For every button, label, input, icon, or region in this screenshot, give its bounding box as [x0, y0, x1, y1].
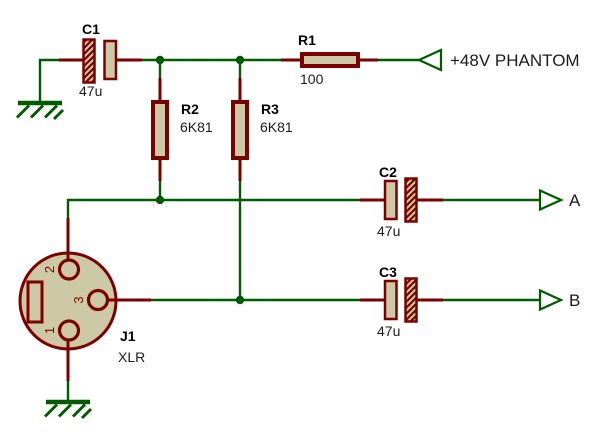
ground-symbol-bottom [45, 402, 91, 418]
xlr-pin-1-label: 1 [42, 327, 57, 334]
r1-designator: R1 [298, 32, 316, 48]
junction-dot [155, 55, 165, 65]
terminal-phantom-arrow-icon [416, 48, 443, 72]
ground-symbol-top-left [17, 103, 63, 119]
c3-plate-negative [404, 277, 418, 323]
xlr-notch [26, 280, 44, 324]
r3-value: 6K81 [260, 119, 293, 135]
xlr-pin-2-label: 2 [42, 266, 57, 273]
terminal-a-label: A [569, 191, 581, 210]
terminal-phantom: +48V PHANTOM [416, 48, 580, 72]
r2-designator: R2 [181, 101, 199, 117]
r1-body [300, 52, 360, 68]
resistor-r2: R2 6K81 [151, 100, 213, 160]
junction-dot [155, 195, 165, 205]
xlr-pin-3-label: 3 [71, 296, 86, 303]
c3-value: 47u [377, 323, 400, 339]
j1-designator: J1 [120, 328, 136, 344]
xlr-pin-3 [86, 288, 110, 312]
j1-value: XLR [118, 349, 145, 365]
capacitor-c3: C3 47u [377, 264, 418, 339]
resistor-r1: R1 100 [298, 32, 360, 87]
r2-body [151, 100, 169, 160]
c3-plate-positive [383, 279, 398, 321]
capacitor-c2: C2 47u [377, 164, 418, 239]
c2-plate-positive [383, 179, 398, 221]
r3-designator: R3 [261, 101, 279, 117]
terminal-phantom-label: +48V PHANTOM [450, 51, 580, 70]
junction-dot [235, 295, 245, 305]
capacitor-c1: C1 47u [79, 21, 118, 99]
terminal-a-arrow-icon [538, 188, 564, 212]
c2-plate-negative [404, 177, 418, 223]
c2-designator: C2 [379, 164, 397, 180]
c1-plate-negative [82, 38, 96, 84]
r2-value: 6K81 [180, 119, 213, 135]
c2-value: 47u [377, 223, 400, 239]
c1-designator: C1 [82, 21, 100, 37]
terminal-b-label: B [569, 291, 580, 310]
wire-net-a [66, 198, 360, 218]
r3-body [231, 100, 249, 160]
terminal-b: B [538, 288, 580, 312]
junction-dot [235, 55, 245, 65]
wires-net [38, 58, 540, 401]
terminal-b-arrow-icon [538, 288, 564, 312]
resistor-r3: R3 6K81 [231, 100, 293, 160]
c1-plate-positive [103, 39, 118, 81]
terminal-a: A [538, 188, 581, 212]
component-leads [59, 58, 443, 381]
junction-dots [155, 55, 245, 305]
wire-gnd1-to-c1 [38, 58, 60, 102]
xlr-pin-2 [57, 258, 81, 281]
xlr-pins: 2 3 1 J1 XLR [42, 258, 145, 365]
r1-value: 100 [300, 71, 324, 87]
c1-value: 47u [79, 83, 102, 99]
c3-designator: C3 [379, 264, 397, 280]
xlr-pin-1 [57, 319, 81, 342]
